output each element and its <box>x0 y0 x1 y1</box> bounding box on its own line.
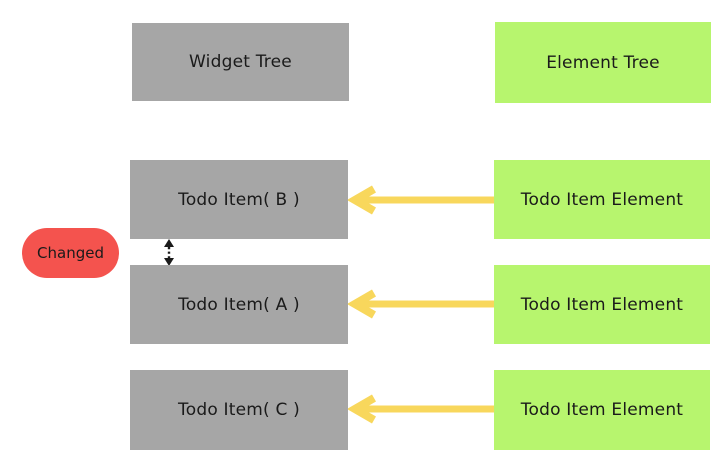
vertical-double-arrow-icon <box>164 239 174 266</box>
widget-box-todo-item-b: Todo Item( B ) <box>130 160 348 239</box>
element-to-widget-arrow-c <box>348 394 494 424</box>
element-to-widget-arrow-a <box>348 289 494 319</box>
left-arrow-icon <box>348 289 494 319</box>
element-box-todo-item-1: Todo Item Element <box>494 160 710 239</box>
left-arrow-icon <box>348 394 494 424</box>
changed-badge: Changed <box>22 228 119 278</box>
element-box-todo-item-2: Todo Item Element <box>494 265 710 344</box>
widget-box-todo-item-a: Todo Item( A ) <box>130 265 348 344</box>
widget-box-todo-item-c: Todo Item( C ) <box>130 370 348 450</box>
left-arrow-icon <box>348 185 494 215</box>
element-to-widget-arrow-b <box>348 185 494 215</box>
element-box-todo-item-3: Todo Item Element <box>494 370 710 450</box>
swap-dotted-arrow <box>162 239 176 266</box>
element-tree-header-box: Element Tree <box>495 22 711 103</box>
widget-tree-header-box: Widget Tree <box>132 23 349 101</box>
